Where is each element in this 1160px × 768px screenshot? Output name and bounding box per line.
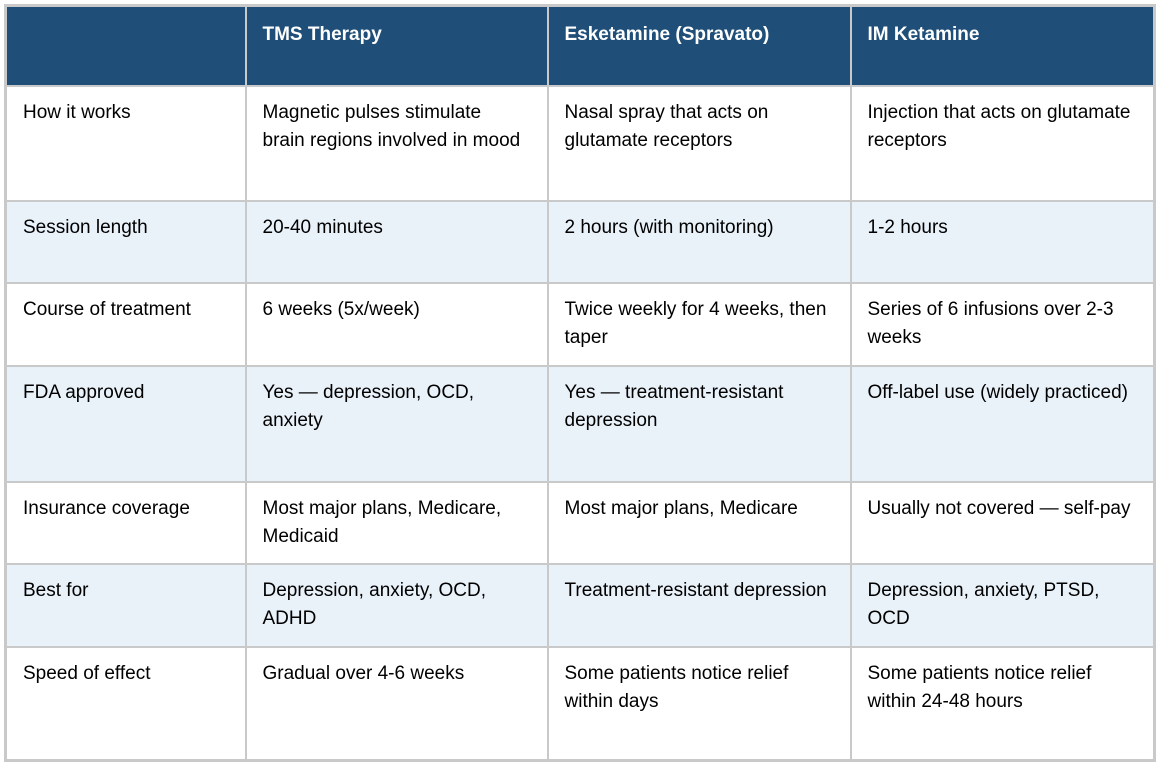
cell-tms: 20-40 minutes bbox=[244, 199, 549, 284]
cell-esketamine: Treatment-resistant depression bbox=[546, 562, 852, 648]
cell-esketamine: Yes — treatment-resistant depression bbox=[546, 364, 852, 483]
header-cell-im-ketamine: IM Ketamine bbox=[849, 4, 1156, 87]
header-cell-empty bbox=[4, 4, 247, 87]
row-label: Course of treatment bbox=[4, 281, 247, 367]
table-row-how-it-works: How it works Magnetic pulses stimulate b… bbox=[4, 84, 1156, 202]
cell-tms: Gradual over 4-6 weeks bbox=[244, 645, 549, 762]
table-row-insurance-coverage: Insurance coverage Most major plans, Med… bbox=[4, 480, 1156, 565]
row-label: How it works bbox=[4, 84, 247, 202]
cell-tms: Magnetic pulses stimulate brain regions … bbox=[244, 84, 549, 202]
cell-tms: Most major plans, Medicare, Medicaid bbox=[244, 480, 549, 565]
cell-tms: Depression, anxiety, OCD, ADHD bbox=[244, 562, 549, 648]
cell-tms: 6 weeks (5x/week) bbox=[244, 281, 549, 367]
table-body: How it works Magnetic pulses stimulate b… bbox=[4, 84, 1156, 762]
cell-im-ketamine: Injection that acts on glutamate recepto… bbox=[849, 84, 1156, 202]
header-cell-tms-therapy: TMS Therapy bbox=[244, 4, 549, 87]
cell-esketamine: Some patients notice relief within days bbox=[546, 645, 852, 762]
table-row-speed-of-effect: Speed of effect Gradual over 4-6 weeks S… bbox=[4, 645, 1156, 762]
cell-esketamine: Nasal spray that acts on glutamate recep… bbox=[546, 84, 852, 202]
cell-im-ketamine: Off-label use (widely practiced) bbox=[849, 364, 1156, 483]
header-row: TMS Therapy Esketamine (Spravato) IM Ket… bbox=[4, 4, 1156, 87]
row-label: Speed of effect bbox=[4, 645, 247, 762]
row-label: Session length bbox=[4, 199, 247, 284]
cell-esketamine: Most major plans, Medicare bbox=[546, 480, 852, 565]
table-header: TMS Therapy Esketamine (Spravato) IM Ket… bbox=[4, 4, 1156, 87]
cell-im-ketamine: Series of 6 infusions over 2-3 weeks bbox=[849, 281, 1156, 367]
cell-im-ketamine: Some patients notice relief within 24-48… bbox=[849, 645, 1156, 762]
row-label: Best for bbox=[4, 562, 247, 648]
cell-esketamine: Twice weekly for 4 weeks, then taper bbox=[546, 281, 852, 367]
cell-im-ketamine: Depression, anxiety, PTSD, OCD bbox=[849, 562, 1156, 648]
header-cell-esketamine: Esketamine (Spravato) bbox=[546, 4, 852, 87]
table-row-best-for: Best for Depression, anxiety, OCD, ADHD … bbox=[4, 562, 1156, 648]
cell-im-ketamine: Usually not covered — self-pay bbox=[849, 480, 1156, 565]
cell-tms: Yes — depression, OCD, anxiety bbox=[244, 364, 549, 483]
row-label: FDA approved bbox=[4, 364, 247, 483]
row-label: Insurance coverage bbox=[4, 480, 247, 565]
cell-esketamine: 2 hours (with monitoring) bbox=[546, 199, 852, 284]
cell-im-ketamine: 1-2 hours bbox=[849, 199, 1156, 284]
table-row-session-length: Session length 20-40 minutes 2 hours (wi… bbox=[4, 199, 1156, 284]
treatment-comparison-table: TMS Therapy Esketamine (Spravato) IM Ket… bbox=[4, 4, 1156, 762]
table-row-fda-approved: FDA approved Yes — depression, OCD, anxi… bbox=[4, 364, 1156, 483]
table-row-course-of-treatment: Course of treatment 6 weeks (5x/week) Tw… bbox=[4, 281, 1156, 367]
